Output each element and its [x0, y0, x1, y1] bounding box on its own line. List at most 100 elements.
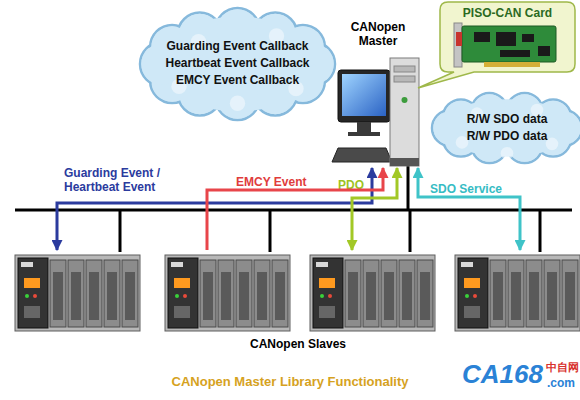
diagram-caption: CANopen Master Library Functionality	[0, 374, 580, 389]
card-chip	[522, 34, 534, 42]
master-bus-drop	[407, 166, 410, 210]
tower-base	[390, 158, 419, 166]
can-bus-line	[15, 209, 572, 212]
io-module	[218, 260, 234, 327]
text-group: CANopen Master	[336, 20, 420, 48]
edge-label: SDO Service	[430, 182, 530, 196]
cloud-outline	[140, 8, 335, 120]
io-terminal	[275, 272, 285, 320]
text-group: R/W SDO dataR/W PDO data	[432, 111, 580, 145]
watermark-logo: CA168	[462, 361, 543, 387]
drive-bay	[394, 76, 415, 82]
slave-led	[320, 294, 324, 298]
node-text: Heartbeat Event Callback	[140, 55, 335, 72]
node-text: PISO-CAN Card	[440, 6, 575, 20]
slave-port	[24, 306, 40, 318]
cloud-highlight	[501, 147, 514, 160]
io-module	[417, 260, 433, 327]
slave-port	[174, 306, 190, 318]
slave-led	[465, 294, 469, 298]
node-text: EMCY Event Callback	[140, 72, 335, 89]
io-terminal	[348, 272, 358, 320]
card-chip	[538, 46, 550, 56]
io-module	[86, 260, 102, 327]
keyboard	[332, 148, 392, 162]
slave-connector	[464, 278, 480, 288]
io-module	[399, 260, 415, 327]
slave-cpu-module	[18, 258, 48, 328]
cloud-shape	[432, 92, 580, 164]
slave-bus-drop	[119, 210, 122, 252]
text-group: Guarding Event CallbackHeartbeat Event C…	[140, 38, 335, 89]
slave-shape	[455, 250, 580, 335]
io-terminal	[547, 272, 557, 320]
signal-connector	[207, 168, 383, 250]
io-terminal	[203, 272, 213, 320]
io-module	[508, 260, 524, 327]
card-chip	[474, 32, 490, 42]
slave-shape	[165, 250, 290, 335]
signal-connector	[418, 168, 520, 250]
watermark-text: 中自网	[546, 362, 579, 373]
cloud-highlight	[546, 138, 559, 151]
slave-led	[33, 294, 37, 298]
card-callout: PISO-CAN Card	[440, 2, 575, 72]
io-terminal	[89, 272, 99, 320]
group-label: CANopen Slaves	[250, 338, 346, 350]
io-terminal	[71, 272, 81, 320]
io-terminal	[565, 272, 575, 320]
slave-cpu-label	[21, 262, 33, 267]
io-terminal	[493, 272, 503, 320]
pc-tower	[390, 58, 419, 166]
power-button	[402, 97, 408, 103]
io-module	[50, 260, 66, 327]
io-terminal	[366, 272, 376, 320]
io-module	[345, 260, 361, 327]
io-module	[254, 260, 270, 327]
io-module	[236, 260, 252, 327]
slave-device	[455, 250, 580, 335]
io-terminal	[257, 272, 267, 320]
io-terminal	[125, 272, 135, 320]
card-pcb	[462, 26, 556, 62]
monitor-stand	[357, 122, 371, 132]
card-edge-fingers	[484, 62, 540, 67]
signal-connector	[352, 168, 397, 250]
master-computer: CANopen Master	[336, 20, 420, 168]
cloud-highlight	[456, 136, 469, 149]
io-module	[490, 260, 506, 327]
io-module	[200, 260, 216, 327]
io-terminal	[107, 272, 117, 320]
slave-cpu-module	[313, 258, 343, 328]
edge-label: Guarding Event / Heartbeat Event	[64, 166, 209, 194]
slave-led	[175, 294, 179, 298]
node-text: CANopen Master	[336, 20, 420, 48]
slave-connector	[24, 278, 40, 288]
slave-bus-drop	[539, 210, 542, 252]
data-cloud: R/W SDO dataR/W PDO data	[432, 92, 580, 164]
drive-bay	[394, 66, 415, 72]
callout-bubble	[418, 2, 575, 88]
slave-bus-drop	[409, 210, 412, 252]
cloud-highlight	[230, 96, 245, 111]
slave-port	[319, 306, 335, 318]
callback-cloud: Guarding Event CallbackHeartbeat Event C…	[140, 8, 335, 120]
io-module	[562, 260, 578, 327]
io-module	[526, 260, 542, 327]
slave-connector	[319, 278, 335, 288]
slave-backplane	[455, 255, 580, 331]
edge-label: EMCY Event	[236, 175, 336, 189]
cloud-fill	[433, 94, 580, 162]
slave-led	[183, 294, 187, 298]
text-group: PISO-CAN Card	[440, 6, 575, 20]
slave-bus-drop	[269, 210, 272, 252]
io-terminal	[511, 272, 521, 320]
io-module	[363, 260, 379, 327]
slave-cpu-label	[461, 262, 473, 267]
watermark-text: .com	[547, 377, 575, 389]
slave-backplane	[310, 255, 435, 331]
io-terminal	[239, 272, 249, 320]
slave-led	[25, 294, 29, 298]
slave-shape	[310, 250, 435, 335]
